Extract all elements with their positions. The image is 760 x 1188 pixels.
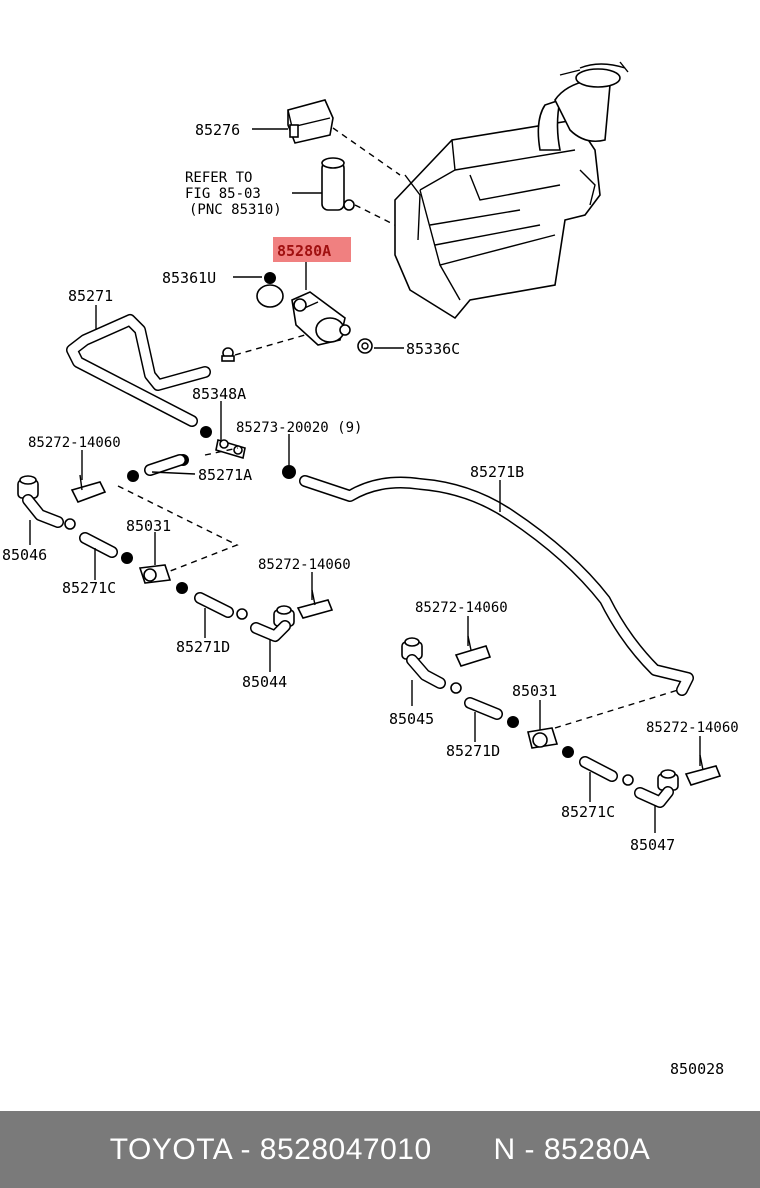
hose-85271D-left bbox=[194, 592, 234, 618]
tee-85031-right bbox=[527, 727, 559, 749]
hose-85271C-left bbox=[79, 532, 118, 558]
tee-85031-left bbox=[138, 564, 172, 584]
clamp-85361U bbox=[256, 272, 284, 308]
label-85361U: 85361U bbox=[162, 269, 216, 287]
label-refer-2: FIG 85-03 bbox=[185, 186, 261, 202]
clip-85272-left bbox=[70, 474, 107, 503]
grommet-85336C bbox=[357, 338, 373, 354]
parts-diagram: 85276 REFER TO FIG 85-03 (PNC 85310) 852… bbox=[2, 61, 739, 1078]
clip-small bbox=[221, 347, 235, 362]
label-85271D-a: 85271D bbox=[176, 638, 230, 656]
highlight-85280A bbox=[273, 237, 351, 262]
clip-85272-right-lower bbox=[684, 754, 722, 786]
nozzle-85046 bbox=[17, 475, 76, 530]
nozzle-85044 bbox=[250, 605, 295, 642]
label-85031-b: 85031 bbox=[512, 682, 557, 700]
label-refer-1: REFER TO bbox=[185, 170, 252, 186]
label-85271B: 85271B bbox=[470, 463, 524, 481]
label-85272-d: 85272-14060 bbox=[646, 720, 739, 736]
label-85272-c: 85272-14060 bbox=[415, 600, 508, 616]
label-85276: 85276 bbox=[195, 121, 240, 139]
label-85047: 85047 bbox=[630, 836, 675, 854]
footer-bar: TOYOTA - 8528047010 N - 85280A bbox=[0, 1111, 760, 1188]
hose-85271B bbox=[299, 475, 694, 696]
hose-85271A bbox=[144, 454, 186, 476]
figure-number: 850028 bbox=[670, 1060, 724, 1078]
label-85273: 85273-20020 (9) bbox=[236, 420, 362, 436]
washer-tank bbox=[394, 61, 629, 320]
label-85336C: 85336C bbox=[406, 340, 460, 358]
nozzle-85047 bbox=[634, 769, 679, 808]
label-85271C-b: 85271C bbox=[561, 803, 615, 821]
label-85271D-b: 85271D bbox=[446, 742, 500, 760]
hose-85271C-right bbox=[579, 756, 618, 782]
label-refer-3: (PNC 85310) bbox=[189, 202, 282, 218]
label-85046: 85046 bbox=[2, 546, 47, 564]
grommet-85276 bbox=[287, 99, 334, 144]
label-85280A: 85280A bbox=[277, 242, 331, 260]
nozzle-85045 bbox=[401, 637, 462, 694]
hose-85271 bbox=[66, 314, 211, 427]
washer-motor-ref bbox=[321, 157, 355, 211]
label-85272-a: 85272-14060 bbox=[28, 435, 121, 451]
clip-85272-right-upper bbox=[454, 635, 492, 667]
hose-85271D-right bbox=[464, 697, 503, 720]
label-85045: 85045 bbox=[389, 710, 434, 728]
clip-85272-middle bbox=[296, 589, 334, 619]
label-85271C-a: 85271C bbox=[62, 579, 116, 597]
label-85031-a: 85031 bbox=[126, 517, 171, 535]
footer-part-info: TOYOTA - 8528047010 N - 85280A bbox=[109, 1132, 651, 1166]
label-85271A: 85271A bbox=[198, 466, 252, 484]
label-85044: 85044 bbox=[242, 673, 287, 691]
washer-pump-85280A bbox=[291, 291, 351, 346]
label-85348A: 85348A bbox=[192, 385, 246, 403]
label-85272-b: 85272-14060 bbox=[258, 557, 351, 573]
label-85271: 85271 bbox=[68, 287, 113, 305]
